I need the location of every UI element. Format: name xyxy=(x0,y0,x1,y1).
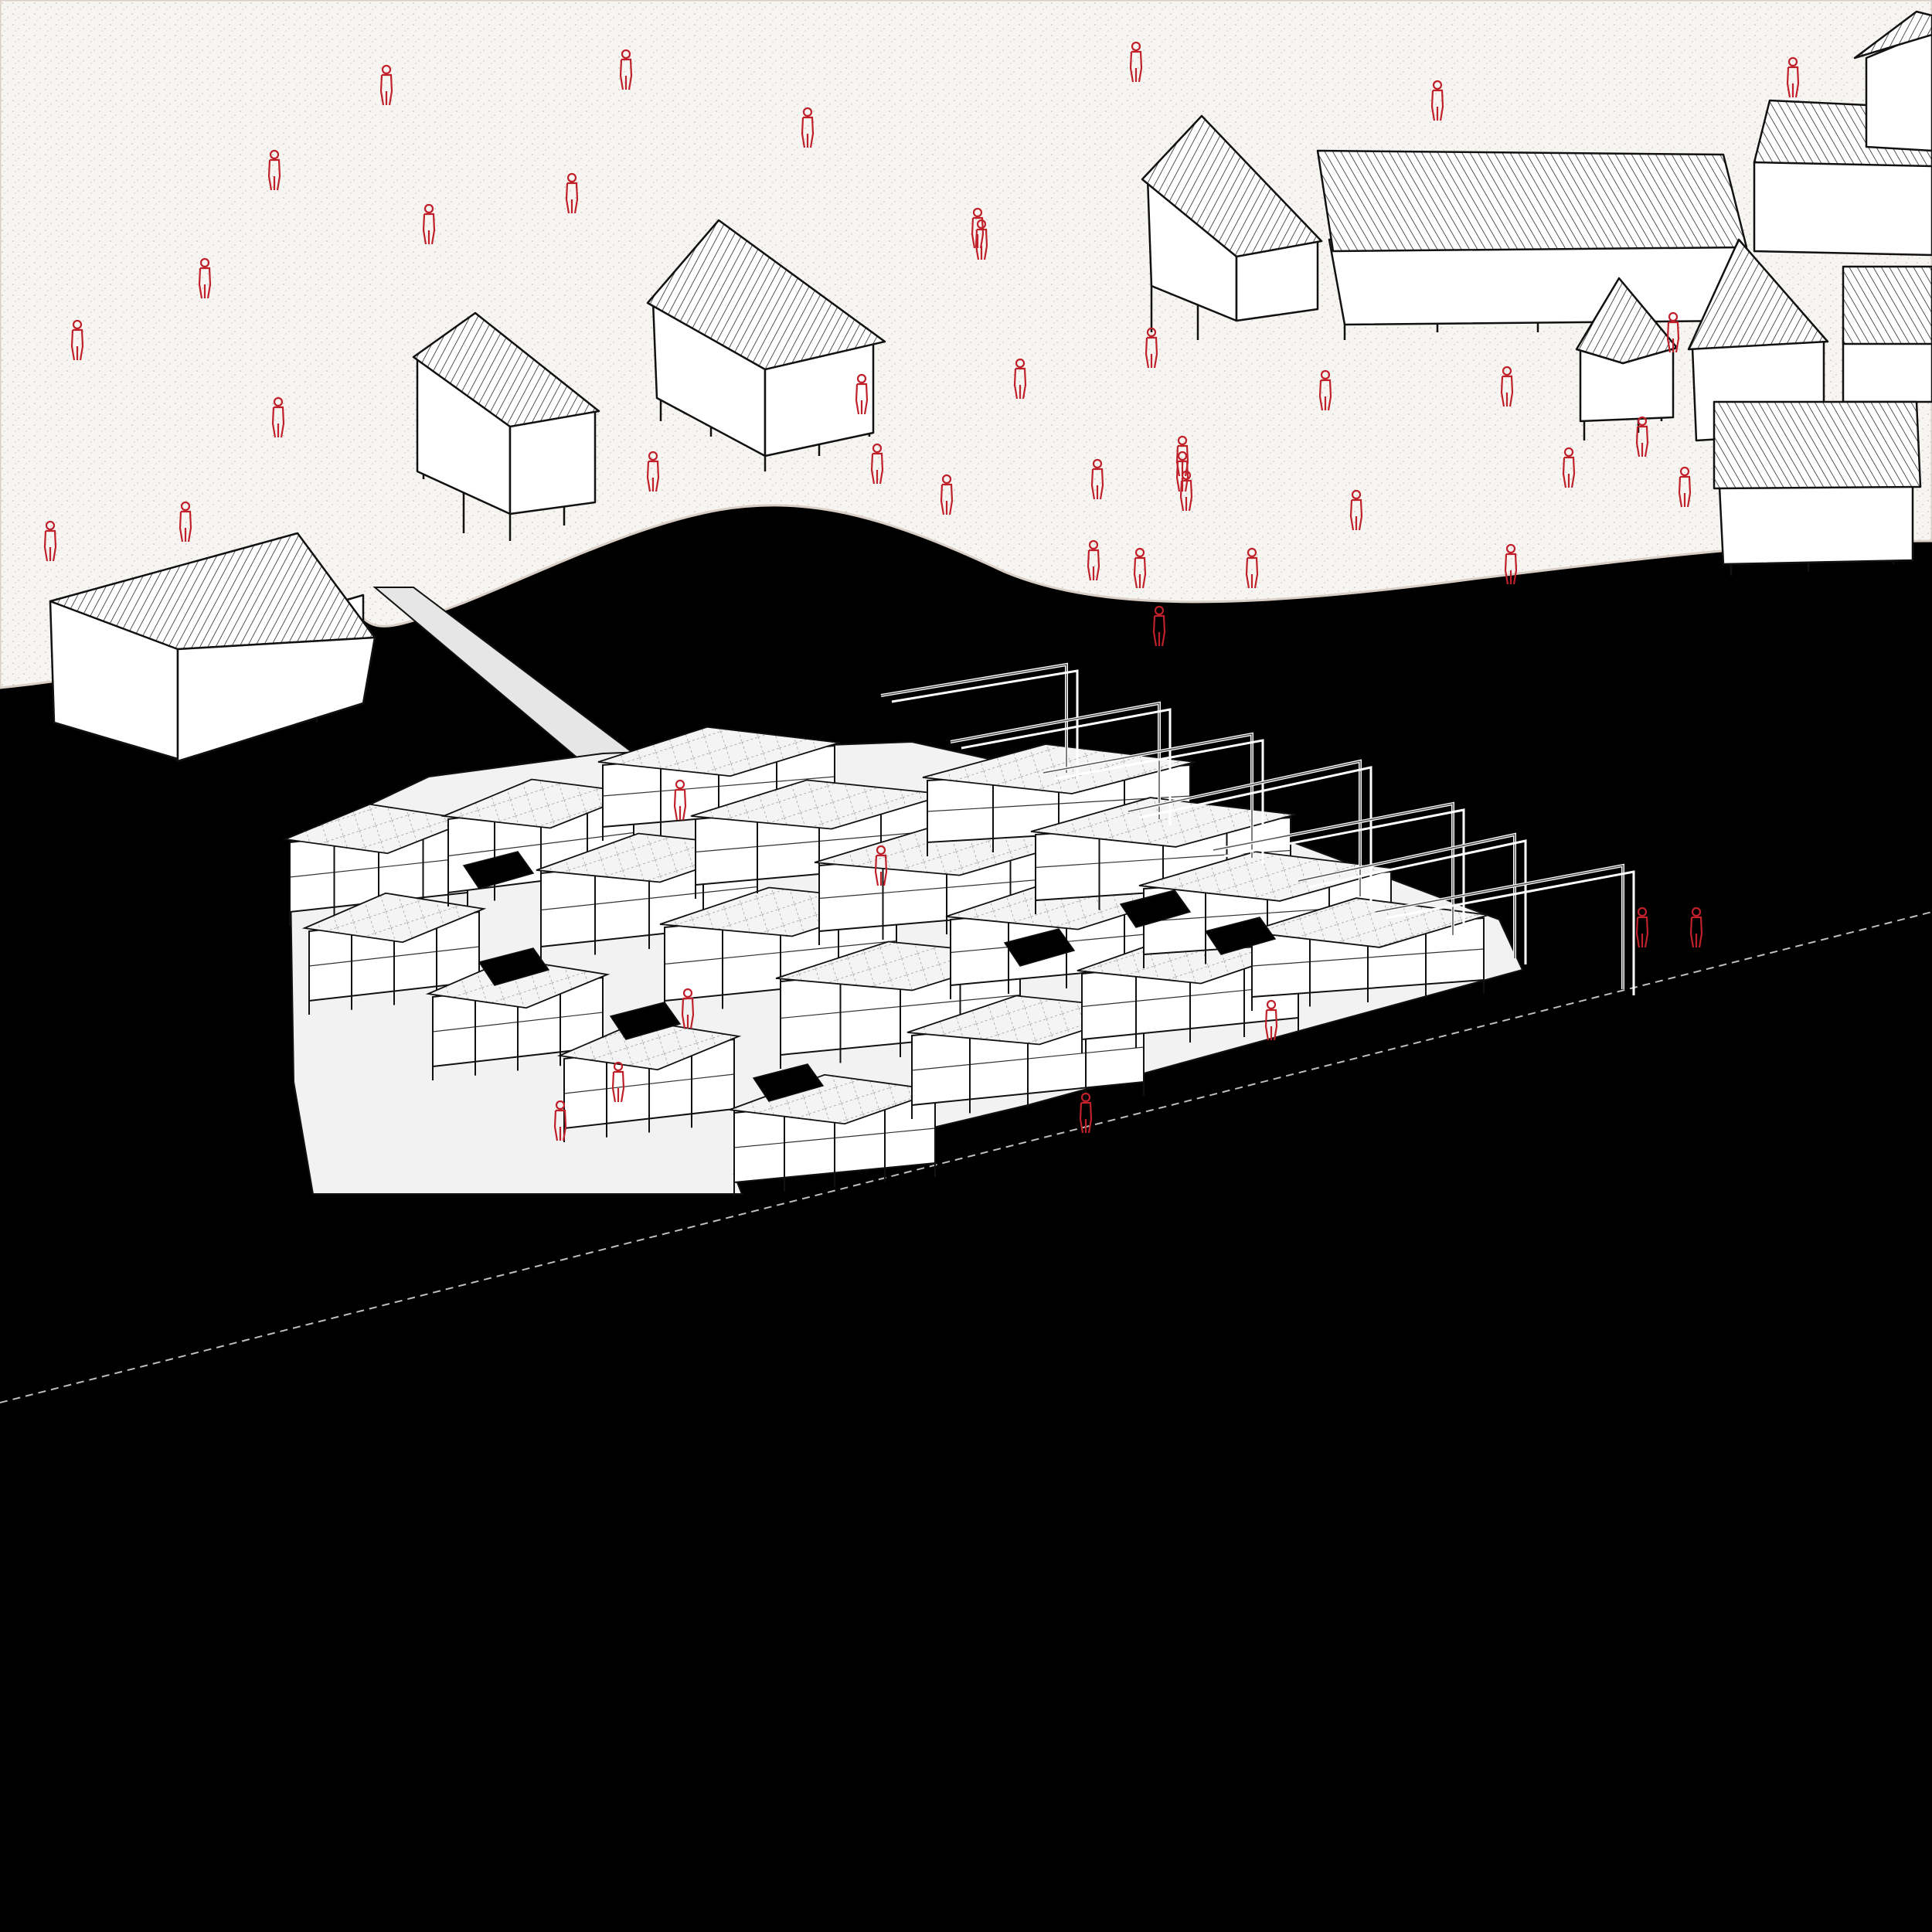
frame-truss xyxy=(1043,732,1264,864)
house-icon xyxy=(1713,400,1922,576)
house-icon xyxy=(412,311,600,541)
person-icon xyxy=(267,149,281,191)
courtyard-void xyxy=(1003,928,1076,967)
person-icon xyxy=(553,1100,567,1141)
person-icon xyxy=(1318,369,1332,411)
person-icon xyxy=(940,474,954,515)
person-icon xyxy=(1090,458,1104,500)
person-icon xyxy=(70,319,84,361)
house-icon xyxy=(646,219,886,471)
person-icon xyxy=(422,203,436,245)
person-icon xyxy=(1145,327,1158,369)
person-icon xyxy=(1786,56,1800,98)
person-icon xyxy=(681,988,695,1029)
person-icon xyxy=(1666,311,1680,353)
platform-module-icon xyxy=(1077,934,1304,1053)
person-icon xyxy=(1678,466,1692,508)
platform-module-icon xyxy=(282,803,475,926)
person-icon xyxy=(1152,605,1166,647)
person-icon xyxy=(379,64,393,106)
person-icon xyxy=(1079,1092,1093,1134)
person-icon xyxy=(1087,539,1100,581)
platform-module-icon xyxy=(301,892,487,1015)
frame-truss xyxy=(1375,863,1635,995)
house-icon xyxy=(49,532,376,763)
houses xyxy=(49,10,1932,763)
person-icon xyxy=(611,1061,625,1103)
house-icon xyxy=(1141,114,1323,340)
frame-truss xyxy=(950,701,1172,825)
frame-truss xyxy=(1298,832,1527,964)
house-icon xyxy=(1575,277,1679,440)
frame-truss xyxy=(880,662,1079,779)
platform-dashed-edge xyxy=(0,911,1932,1403)
person-icon xyxy=(971,207,985,249)
person-icon xyxy=(1500,366,1514,407)
person-icon xyxy=(1635,906,1649,948)
person-icon xyxy=(975,219,988,260)
person-icon xyxy=(673,779,687,821)
person-icon xyxy=(1504,543,1518,585)
person-icon xyxy=(1179,470,1193,512)
person-icon xyxy=(855,373,869,415)
person-icon xyxy=(1245,547,1259,589)
person-icon xyxy=(1264,999,1278,1041)
person-icon xyxy=(1635,416,1649,457)
house-icon xyxy=(1316,149,1748,340)
person-icon xyxy=(1689,906,1703,948)
person-icon xyxy=(1349,489,1363,531)
courtyard-void xyxy=(752,1063,825,1102)
frame-truss xyxy=(1128,759,1372,903)
person-icon xyxy=(1430,80,1444,121)
person-icon xyxy=(198,257,212,299)
courtyard-void xyxy=(609,1002,682,1040)
person-icon xyxy=(801,107,815,148)
frame-truss xyxy=(1213,801,1465,941)
person-icon xyxy=(870,443,884,485)
person-icon xyxy=(565,172,579,214)
person-icon xyxy=(1013,358,1027,400)
courtyard-void xyxy=(462,851,535,889)
person-icon xyxy=(1562,447,1576,488)
people-figures xyxy=(43,41,1800,1141)
courtyard-void xyxy=(1204,917,1277,955)
platform-module-icon xyxy=(556,1019,742,1142)
house-icon xyxy=(1842,265,1932,403)
courtyard-void xyxy=(478,947,550,986)
house-icon xyxy=(1853,10,1932,152)
person-icon xyxy=(43,520,57,562)
person-icon xyxy=(1133,547,1147,589)
person-icon xyxy=(619,49,633,90)
person-icon xyxy=(1129,41,1143,83)
person-icon xyxy=(874,845,888,886)
courtyard-void xyxy=(1119,889,1192,928)
person-icon xyxy=(646,451,660,492)
floating-structure xyxy=(282,662,1635,1196)
person-icon xyxy=(271,396,285,438)
person-icon xyxy=(179,501,192,543)
